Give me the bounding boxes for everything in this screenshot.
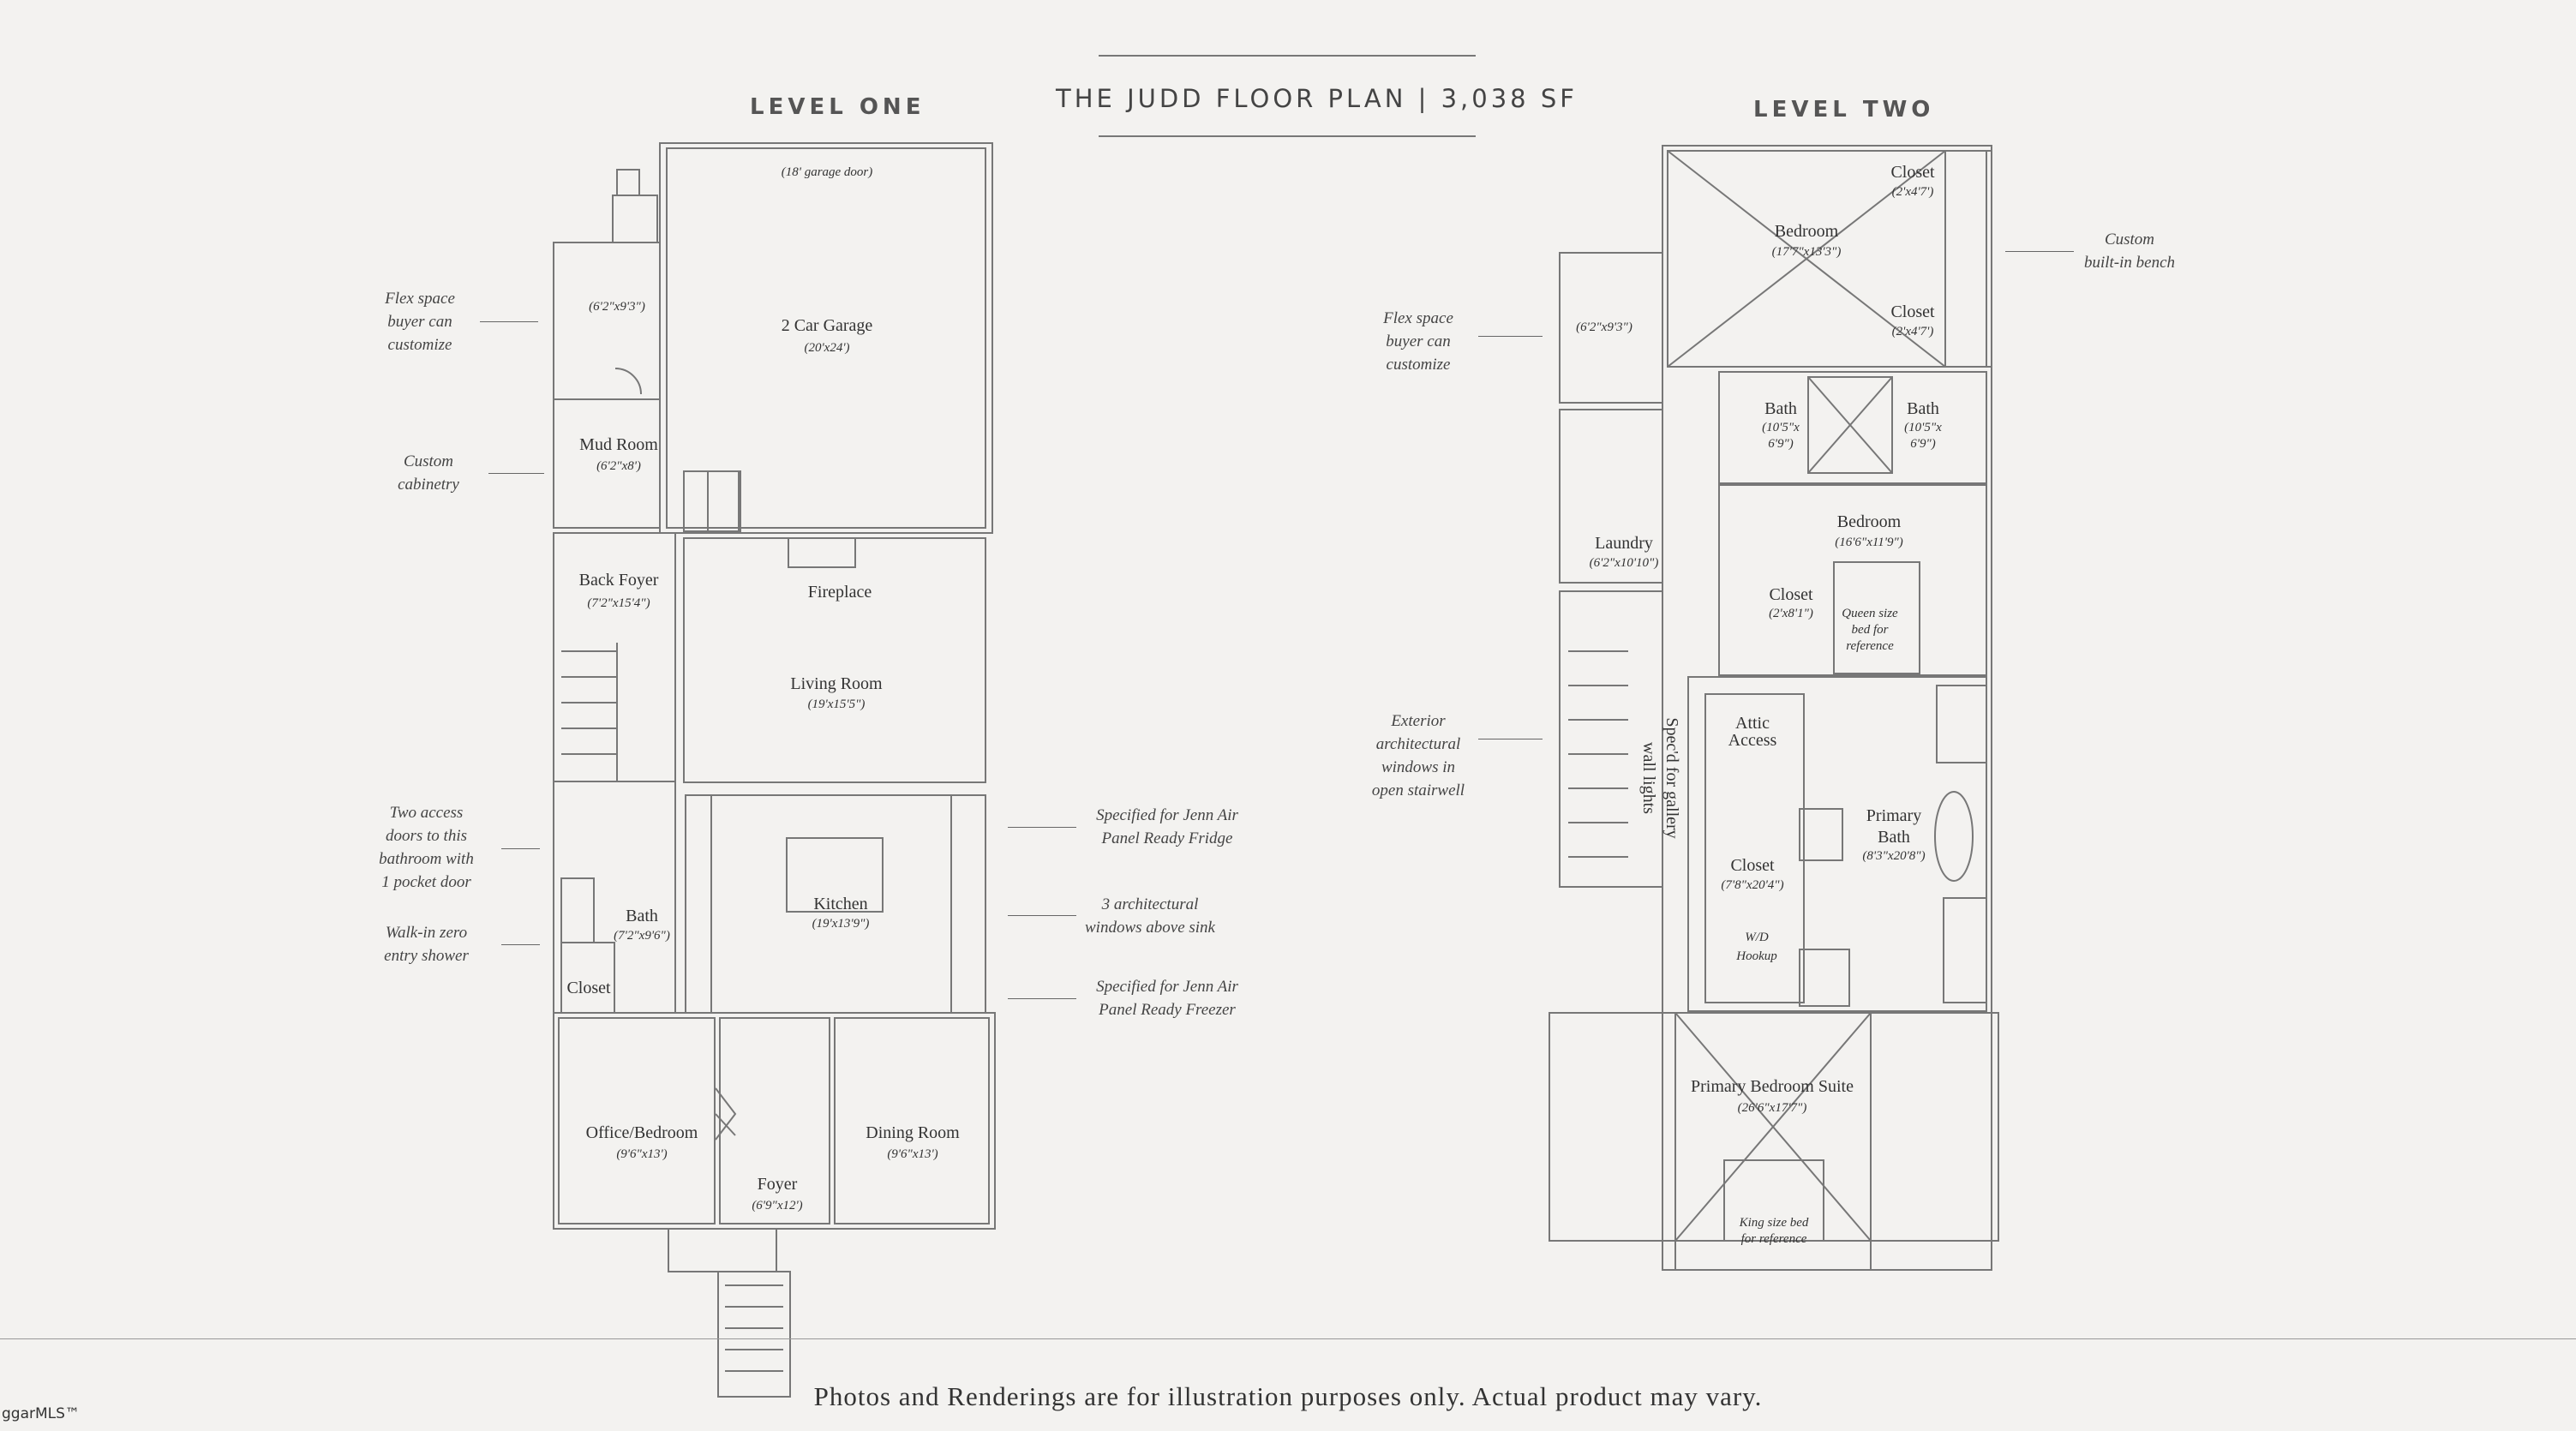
level-two-heading: LEVEL TWO	[1753, 97, 1935, 123]
mud-room-label: Mud Room	[579, 435, 658, 454]
plan-title: THE JUDD FLOOR PLAN | 3,038 SF	[1056, 84, 1578, 113]
level-one-heading: LEVEL ONE	[750, 94, 926, 120]
dining-label: Dining Room	[866, 1123, 960, 1142]
l2-closet-primary-dim: (7'8"x20'4")	[1721, 878, 1783, 892]
l2-queen-bed-3: reference	[1846, 639, 1894, 653]
l2-bedroom1-label: Bedroom	[1775, 222, 1839, 241]
l2-bedroom1-dim: (17'7"x13'3")	[1772, 245, 1842, 259]
l2-primary-bath-2: Bath	[1878, 828, 1910, 847]
l2-primary-bath-1: Primary	[1866, 806, 1921, 825]
l2-attic-1: Attic	[1735, 714, 1770, 733]
l2-king-bed-1: King size bed	[1739, 1216, 1809, 1230]
l2-laundry-label: Laundry	[1595, 534, 1653, 553]
l2-bath-right-label: Bath	[1907, 399, 1939, 418]
title-rule-top	[1099, 55, 1476, 57]
kitchen-label: Kitchen	[813, 895, 867, 913]
leader-flex	[480, 321, 538, 322]
l2-closet-top-label: Closet	[1890, 163, 1935, 182]
office-dim: (9'6"x13')	[616, 1147, 667, 1161]
l2-wd-1: W/D	[1745, 931, 1769, 944]
l2-king-bed-2: for reference	[1741, 1232, 1807, 1246]
l2-closet-primary-label: Closet	[1730, 856, 1775, 875]
l2-closet-top-dim: (2'x4'7')	[1892, 185, 1934, 199]
bath-label: Bath	[626, 907, 658, 925]
flex-dim: (6'2"x9'3")	[589, 300, 645, 314]
foyer-dim: (6'9"x12')	[752, 1199, 802, 1212]
living-room-dim: (19'x15'5")	[808, 698, 866, 711]
dining-dim: (9'6"x13')	[887, 1147, 938, 1161]
back-foyer-dim: (7'2"x15'4")	[587, 596, 650, 610]
fireplace-label: Fireplace	[808, 583, 872, 602]
l2-wd-2: Hookup	[1735, 949, 1777, 963]
l2-attic-2: Access	[1728, 731, 1777, 750]
leader-l2-flex	[1478, 336, 1543, 337]
l2-queen-bed-2: bed for	[1852, 623, 1889, 637]
title-rule-bottom	[1099, 135, 1476, 137]
l2-primary-suite-label: Primary Bedroom Suite	[1691, 1077, 1854, 1096]
l2-closet-b2-label: Closet	[1769, 585, 1813, 604]
bath-dim: (7'2"x9'6")	[614, 929, 670, 943]
l2-queen-bed-1: Queen size	[1842, 607, 1898, 620]
garage-label: 2 Car Garage	[782, 316, 873, 335]
back-foyer-label: Back Foyer	[579, 571, 659, 590]
leader-freezer	[1008, 998, 1076, 999]
mud-room-dim: (6'2"x8')	[596, 459, 641, 473]
l2-flex-dim: (6'2"x9'3")	[1576, 320, 1632, 334]
leader-bench	[2005, 251, 2074, 252]
mls-logo: ggarMLS™	[2, 1405, 80, 1422]
l2-bath-left-dim2: 6'9")	[1768, 437, 1794, 451]
foyer-label: Foyer	[758, 1175, 798, 1194]
l2-bedroom2-label: Bedroom	[1837, 512, 1902, 531]
l2-primary-suite-dim: (26'6"x17'7")	[1738, 1101, 1807, 1115]
l2-closet-b2-dim: (2'x8'1")	[1769, 607, 1813, 620]
garage-door-label: (18' garage door)	[782, 165, 873, 179]
garage-dim: (20'x24')	[804, 341, 849, 355]
l2-bedroom2-dim: (16'6"x11'9")	[1835, 536, 1903, 549]
office-label: Office/Bedroom	[586, 1123, 698, 1142]
l2-primary-bath-dim: (8'3"x20'8")	[1862, 849, 1925, 863]
leader-sink-windows	[1008, 915, 1076, 916]
l2-gallery-2: wall lights	[1639, 742, 1658, 814]
level-two-plan	[1549, 145, 1999, 1271]
l2-closet-mid-label: Closet	[1890, 302, 1935, 321]
l2-gallery-1: Spec'd for gallery	[1662, 717, 1681, 838]
leader-shower	[501, 944, 540, 945]
leader-fridge	[1008, 827, 1076, 828]
kitchen-dim: (19'x13'9")	[812, 917, 870, 931]
level-one-plan	[553, 142, 996, 1398]
l2-laundry-dim: (6'2"x10'10")	[1590, 556, 1659, 570]
closet-label: Closet	[566, 979, 611, 997]
leader-cabinetry	[488, 473, 544, 474]
l2-closet-mid-dim: (2'x4'7')	[1892, 325, 1934, 338]
disclaimer-text: Photos and Renderings are for illustrati…	[813, 1381, 1763, 1411]
l2-bath-right-dim1: (10'5"x	[1904, 421, 1942, 434]
l2-bath-left-dim1: (10'5"x	[1762, 421, 1800, 434]
footer-divider	[0, 1338, 2576, 1339]
l2-bath-left-label: Bath	[1764, 399, 1797, 418]
living-room-label: Living Room	[790, 674, 883, 693]
leader-doors	[501, 848, 540, 849]
l2-bath-right-dim2: 6'9")	[1910, 437, 1936, 451]
